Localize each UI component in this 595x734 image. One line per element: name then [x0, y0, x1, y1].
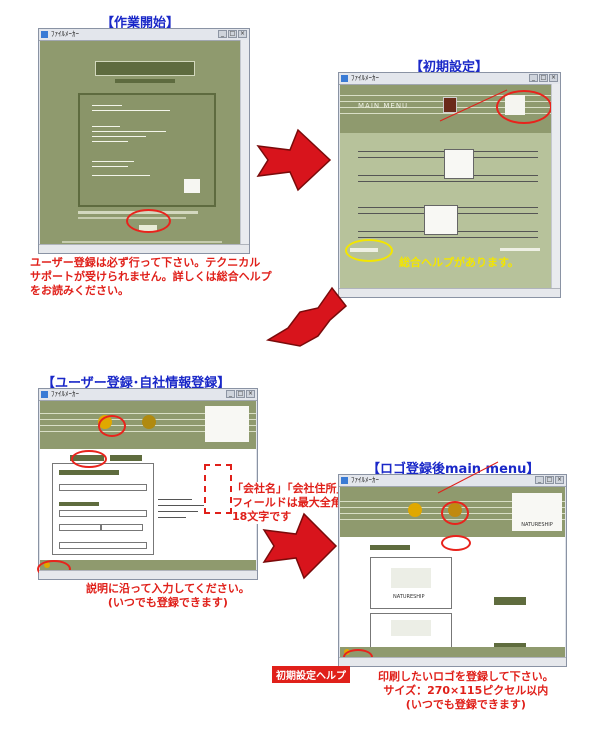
maximize-icon[interactable]: □	[236, 390, 245, 398]
window-controls: _□×	[226, 390, 255, 398]
info-icon[interactable]	[142, 415, 156, 429]
initial-help-badge: 初期設定ヘルプ	[272, 666, 350, 683]
close-icon[interactable]: ×	[555, 476, 564, 484]
start-button-highlight	[126, 209, 171, 233]
register-content	[40, 401, 256, 570]
start-subtitle-line	[115, 79, 175, 83]
app-icon	[341, 75, 348, 82]
window-titlebar: ﾌｧｲﾙﾒｰｶｰ _□×	[339, 73, 560, 85]
maximize-icon[interactable]: □	[228, 30, 237, 38]
window-titlebar: ﾌｧｲﾙﾒｰｶｰ _□×	[39, 389, 257, 401]
register-logo-button-1[interactable]	[494, 597, 526, 605]
window-controls: _□×	[529, 74, 558, 82]
register-window: ﾌｧｲﾙﾒｰｶｰ _□×	[37, 388, 258, 580]
note-user-registration: ユーザー登録は必ず行って下さい。テクニカル サポートが受けられません。詳しくは総…	[30, 256, 272, 297]
settings-icon[interactable]	[443, 97, 457, 113]
logo-section-label	[370, 545, 410, 550]
form-tab-highlight	[71, 450, 107, 468]
logo-tab-highlight	[441, 535, 471, 551]
register-header	[40, 401, 256, 449]
footer-text	[500, 248, 540, 251]
minimize-icon[interactable]: _	[529, 74, 538, 82]
start-content	[40, 41, 240, 244]
arrow-down-left-icon	[265, 286, 348, 347]
logo-setting-highlight	[496, 90, 552, 124]
app-icon	[41, 31, 48, 38]
step-title-initial: 【初期設定】	[410, 60, 489, 75]
logo-menu-window: ﾌｧｲﾙﾒｰｶｰ _□× NATURESHIP NATURESHIP	[338, 474, 567, 667]
maximize-icon[interactable]: □	[545, 476, 554, 484]
logo-preview	[205, 406, 249, 442]
license-image	[184, 179, 200, 193]
registration-form	[52, 463, 154, 555]
app-icon	[41, 391, 48, 398]
form-tab-2[interactable]	[110, 455, 142, 461]
start-footer-line	[62, 241, 222, 243]
maximize-icon[interactable]: □	[539, 74, 548, 82]
arrow-right-icon	[256, 128, 332, 192]
app-icon	[341, 477, 348, 484]
scrollbar[interactable]	[240, 40, 249, 245]
close-icon[interactable]: ×	[246, 390, 255, 398]
minimize-icon[interactable]: _	[218, 30, 227, 38]
logo-preview: NATURESHIP	[512, 493, 562, 531]
status-bar	[39, 570, 257, 579]
close-icon[interactable]: ×	[549, 74, 558, 82]
window-controls: _□×	[218, 30, 247, 38]
window-controls: _□×	[535, 476, 564, 484]
minimize-icon[interactable]: _	[226, 390, 235, 398]
company-fields-callout	[204, 464, 232, 514]
register-footer	[40, 560, 256, 570]
status-bar	[39, 244, 249, 253]
minimize-icon[interactable]: _	[535, 476, 544, 484]
user-icon-highlight	[98, 415, 126, 437]
status-bar	[339, 288, 560, 297]
window-titlebar: ﾌｧｲﾙﾒｰｶｰ _□×	[39, 29, 249, 41]
scrollbar[interactable]	[551, 84, 560, 289]
initial-window: ﾌｧｲﾙﾒｰｶｰ _□× MAIN MENU 総合ヘルプがあります。	[338, 72, 561, 298]
setting-panel-1	[358, 147, 538, 185]
step-title-start: 【作業開始】	[101, 16, 180, 31]
logo-icon-highlight	[441, 501, 469, 525]
start-window: ﾌｧｲﾙﾒｰｶｰ _□×	[38, 28, 250, 254]
logo-menu-footer	[340, 647, 565, 657]
note-general-help: 総合ヘルプがあります。	[399, 256, 519, 269]
step-title-register: 【ユーザー登録･自社情報登録】	[42, 376, 231, 391]
start-banner	[95, 61, 195, 76]
logo-box-2	[370, 613, 452, 651]
note-company-fields: 「会社名」「会社住所」 フィールドは最大全角 18文字です	[232, 482, 348, 524]
user-icon[interactable]	[408, 503, 422, 517]
setting-panel-2	[358, 203, 538, 241]
note-logo-guide: 印刷したいロゴを登録して下さい。 サイズ：270×115ピクセル以内 (いつでも…	[378, 670, 554, 711]
close-icon[interactable]: ×	[238, 30, 247, 38]
general-help-highlight	[345, 239, 393, 262]
note-input-guide: 説明に沿って入力してください。 (いつでも登録できます)	[86, 582, 250, 609]
license-panel	[78, 93, 216, 207]
register-help-text	[158, 497, 218, 527]
menu-title: MAIN MENU	[358, 102, 409, 110]
status-bar	[339, 657, 566, 666]
window-titlebar: ﾌｧｲﾙﾒｰｶｰ _□×	[339, 475, 566, 487]
logo-box-1: NATURESHIP	[370, 557, 452, 609]
